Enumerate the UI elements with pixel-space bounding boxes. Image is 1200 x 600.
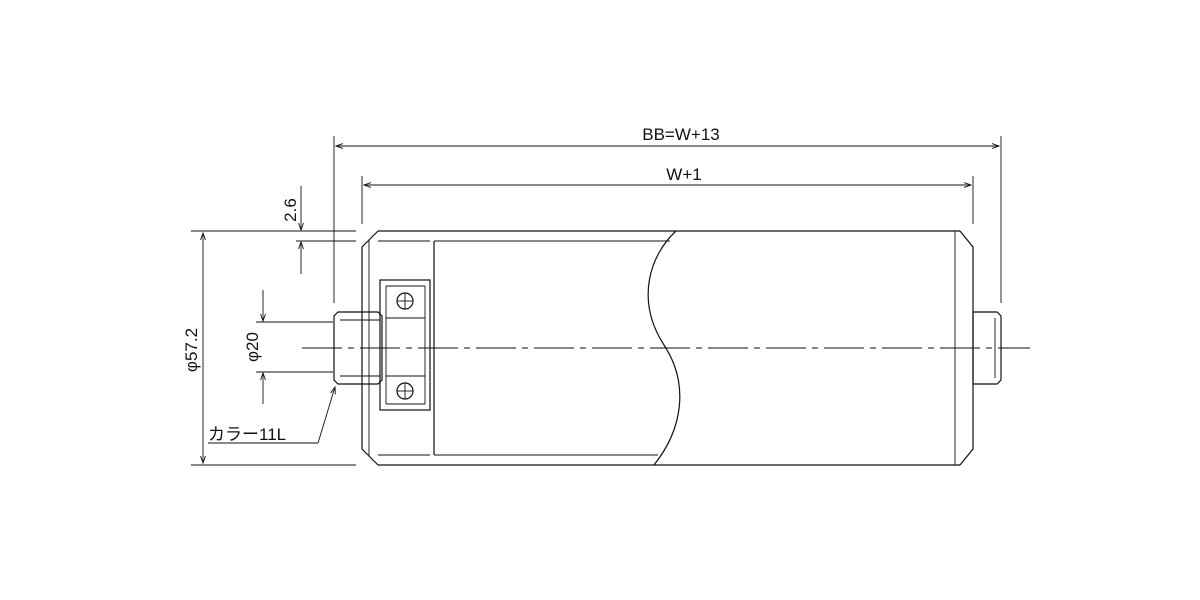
shaft-diameter-label: φ20	[243, 332, 262, 362]
bearing-housing	[379, 279, 431, 411]
collar-callout: カラー11L	[208, 387, 335, 444]
bearing-ball-bottom	[396, 382, 414, 400]
shaft-diameter-dimension: φ20	[243, 290, 333, 404]
roller-diameter-dimension: φ57.2	[182, 230, 356, 466]
break-line	[647, 230, 681, 466]
tube-length-label: W+1	[666, 165, 701, 184]
tube-length-dimension: W+1	[361, 165, 974, 224]
collar	[333, 311, 383, 385]
wall-thickness-label: 2.6	[281, 198, 300, 222]
overall-length-dimension: BB=W+13	[333, 125, 1002, 303]
collar-label: カラー11L	[208, 425, 286, 444]
roller-diameter-label: φ57.2	[182, 328, 201, 372]
bearing-ball-top	[396, 292, 414, 310]
wall-thickness-dimension: 2.6	[281, 186, 356, 274]
shaft-right-end	[972, 311, 1002, 385]
overall-length-label: BB=W+13	[642, 125, 720, 144]
